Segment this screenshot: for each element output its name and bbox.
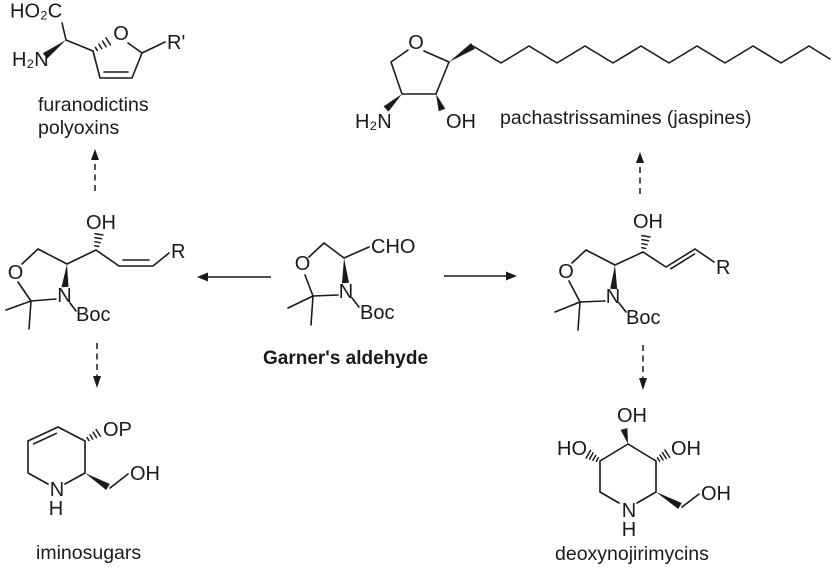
- bold-wedge-bond: [342, 258, 349, 284]
- bond: [27, 426, 129, 489]
- atom-label-oh: OH: [446, 111, 476, 133]
- dashed-arrow-up-right: [636, 152, 644, 194]
- structure-pachastrissamines: O H₂N OH pachastrissamines (jaspines): [355, 32, 831, 133]
- arrow-head: [506, 271, 517, 281]
- atom-label-ho2c: HO₂C: [10, 1, 62, 23]
- bond: [599, 443, 700, 508]
- atom-label-o: O: [295, 253, 311, 275]
- atom-label-n: N: [339, 281, 353, 303]
- hashed-wedge-bond: [93, 232, 104, 248]
- atom-label-n: N: [622, 500, 636, 522]
- bold-wedge-bond: [383, 94, 402, 112]
- arrow-head: [93, 376, 101, 388]
- atom-label-n: N: [57, 285, 71, 307]
- arrow-head: [91, 149, 99, 160]
- atom-label-h2n: H₂N: [355, 111, 392, 133]
- arrow-head: [639, 378, 647, 390]
- bond: [287, 242, 370, 326]
- atom-label-r-prime: R': [167, 32, 185, 54]
- atom-label-oh-top: OH: [617, 405, 647, 427]
- atom-label-oh: OH: [130, 463, 160, 485]
- atom-label-r: R: [171, 241, 185, 263]
- atom-label-oh: OH: [633, 211, 663, 233]
- dashed-arrow-down-right: [639, 345, 647, 390]
- bold-wedge-bond: [610, 265, 618, 290]
- caption-pachastrissamines: pachastrissamines (jaspines): [500, 107, 751, 129]
- atom-label-o: O: [408, 32, 424, 54]
- atom-label-o: O: [113, 23, 129, 45]
- bold-wedge-bond: [449, 43, 475, 62]
- bold-wedge-bond: [436, 94, 446, 112]
- alkyl-chain: [472, 45, 831, 64]
- dashed-arrow-up-left: [91, 149, 99, 191]
- bold-wedge-bond: [85, 473, 110, 490]
- atom-label-boc: Boc: [360, 302, 394, 324]
- atom-label-n: N: [606, 286, 620, 308]
- atom-label-oh-right: OH: [671, 438, 701, 460]
- bond: [390, 49, 450, 95]
- atom-label-h2n: H₂N: [12, 49, 49, 71]
- atom-label-op: OP: [103, 419, 132, 441]
- arrow-to-left-adduct: [197, 272, 271, 282]
- atom-label-oh-side: OH: [701, 483, 731, 505]
- atom-label-boc: Boc: [76, 304, 110, 326]
- bond: [5, 248, 170, 330]
- atom-label-boc: Boc: [626, 307, 660, 329]
- arrow-head: [197, 272, 208, 282]
- hashed-wedge-bond: [585, 449, 600, 462]
- caption-deoxynojirimycins: deoxynojirimycins: [555, 543, 709, 565]
- atom-label-o: O: [558, 261, 574, 283]
- structure-left-adduct: OH O N Boc R: [5, 212, 185, 330]
- bold-wedge-bond: [656, 492, 682, 509]
- structure-right-adduct: OH O N Boc R: [554, 211, 730, 331]
- bold-wedge-bond: [61, 264, 69, 288]
- caption-garner-aldehyde: Garner's aldehyde: [263, 348, 428, 369]
- caption-furanodictins: furanodictins: [38, 94, 149, 116]
- atom-label-ho-left: HO: [557, 438, 587, 460]
- caption-polyoxins: polyoxins: [38, 117, 120, 139]
- hashed-wedge-bond: [94, 37, 112, 52]
- atom-label-n: N: [50, 479, 64, 501]
- atom-label-h: H: [49, 498, 63, 520]
- structure-deoxynojirimycins: OH HO OH OH N H deoxynojirimycins: [555, 405, 731, 565]
- atom-label-oh: OH: [86, 212, 116, 234]
- dashed-arrow-down-left: [93, 343, 101, 388]
- caption-iminosugars: iminosugars: [36, 542, 141, 564]
- hashed-wedge-bond: [86, 428, 102, 442]
- atom-label-o: O: [8, 262, 24, 284]
- arrow-to-right-adduct: [444, 271, 517, 281]
- structure-furanodictins: HO₂C H₂N O R' furanodictins polyoxins: [10, 1, 185, 140]
- structure-garner-aldehyde: CHO O N Boc Garner's aldehyde: [263, 236, 428, 369]
- arrow-head: [636, 152, 644, 163]
- bold-wedge-bond: [42, 40, 66, 59]
- bond: [554, 248, 715, 331]
- atom-label-h: H: [622, 519, 636, 541]
- atom-label-r: R: [716, 257, 730, 279]
- structure-iminosugars: OP OH N H iminosugars: [27, 419, 160, 564]
- bold-wedge-bond: [620, 428, 628, 444]
- hashed-wedge-bond: [656, 449, 671, 462]
- hashed-wedge-bond: [640, 234, 651, 250]
- atom-label-cho: CHO: [371, 236, 415, 258]
